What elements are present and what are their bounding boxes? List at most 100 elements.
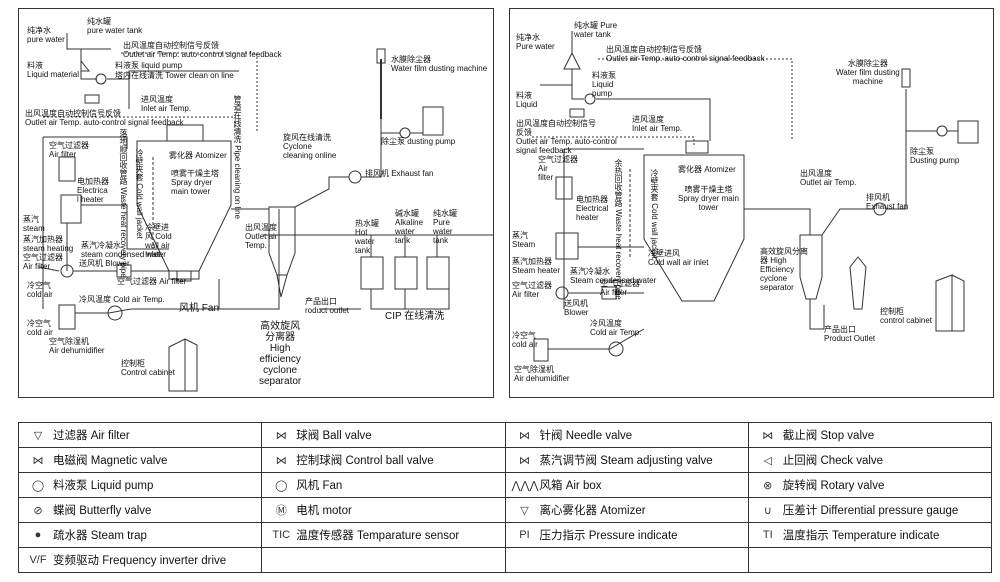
control-ball-valve-icon: ⋈ [275,454,287,467]
vf-drive-r [569,108,585,118]
r-pure-tank-label: 纯水罐 Pure water tank [574,21,618,39]
condensed-water-label: 蒸汽冷凝水 steam condensed water [81,241,166,259]
legend-label: 离心雾化器 Atomizer [539,505,646,517]
legend-label: 旋转阀 Rotary valve [782,480,885,492]
steam-adjusting-valve-icon: ⋈ [519,454,530,467]
legend-cell: ⋈球阀 Ball valve [261,422,506,448]
legend-cell [504,547,749,573]
dusting-pump-r [936,125,948,137]
magnetic-valve-icon: ⋈ [32,454,44,467]
legend-cell [261,547,506,573]
legend-cell: ◯料液泵 Liquid pump [17,472,263,498]
cip-label: CIP 在线清洗 [385,311,445,322]
product-outlet-label: 产品出口 roduct outlet [305,297,350,315]
tower-clean-label: 塔内在线清洗 Tower clean on line [115,71,234,80]
fan-label: 风机 Fan [179,303,220,314]
legend-cell: ⋈ 控制球阀 Control ball valve [261,447,506,473]
liquid-pump-label: 料液泵 liquid pump [115,61,183,70]
r-cold-jacket-label: 冷壁夹套 Cold wall jacket [650,169,659,259]
electric-heater [58,156,76,182]
legend-label: 球阀 Ball valve [296,430,372,442]
legend-label: 过滤器 Air filter [53,430,130,442]
r-liquid-pump-label: 料液泵 Liquid pump [592,71,616,98]
motor-icon: Ⓜ [275,505,287,517]
needle-valve-icon: ⋈ [519,429,530,442]
r-cold-air-temp-label: 冷风温度 Cold air Temp. [590,319,642,337]
atomizer-motor-r [685,140,709,154]
waste-pipe-label: 落地顺回收管路 Waste heat recovery pipe [119,129,128,278]
pure-tank-label: 纯水罐 Pure water tank [433,209,457,245]
r-condensed-label: 蒸汽冷凝水 Steam condensed water [570,267,657,285]
legend-cell: ◯风机 Fan [261,472,506,498]
pure-water-tank [80,49,91,72]
legend-cell: ⋈蒸汽调节阀 Steam adjusting valve [504,447,749,473]
r-cyclone-label: 高效旋风分离 器 High Efficiency cyclone separat… [760,247,808,292]
r-cold-air-label: 冷空气 cold air [512,331,538,349]
r-water-film-label: 水膜除尘器 Water film dusting machine [836,59,900,86]
dust-tank [422,106,444,136]
exhaust-fan [348,170,362,184]
alkaline-tank-label: 碱水罐 Alkaline water tank [395,209,424,245]
control-cabinet-label: 控制柜 Control cabinet [121,359,175,377]
r-steam-heater-label: 蒸汽加热器 Steam heater [512,257,561,275]
legend-cell: TIC 温度传感器 Temparature sensor [261,522,506,548]
r-product-outlet-label: 产品出口 Product Outlet [824,325,876,343]
atomizer-motor [166,124,204,142]
legend-cell [747,547,993,573]
pressure-gauge-icon: ∪ [763,504,772,517]
vf-drive [84,94,100,104]
r-steam-label: 蒸汽 Steam [512,231,536,249]
blower-r [555,286,569,300]
butterfly-valve-icon: ⊘ [33,504,43,517]
cyclone-separator-label: 高效旋风 分离器 High efficiency cyclone separat… [259,321,302,387]
air-dehumidifier-r [533,338,549,362]
legend-label: 变频驱动 Frequency inverter drive [53,555,227,567]
air-filter-3-label: 空气过滤器 Air filter [117,277,187,286]
outlet-temp-label: 出风温度 Outlet air Temp. [245,223,278,250]
legend-label: 料液泵 Liquid pump [53,480,154,492]
pipe-clean-label: 管道在线清洗 Pipe cleaning on line [233,95,242,220]
air-dehumidifier [58,304,76,330]
r-dusting-pump-label: 除尘泵 Dusting pump [910,147,960,165]
cold-air-label: 冷空气 cold air [27,281,53,299]
legend-cell: ⊗ 旋转阀 Rotary valve [747,472,993,498]
legend-cell: ▽离心雾化器 Atomizer [504,497,749,523]
water-film-label: 水膜除尘器 Water film dusting machine [391,55,488,73]
cold-jacket-label: 冷壁夹套 Cold wall jacket [135,149,144,239]
legend-row: ●疏水器 Steam trap TIC 温度传感器 Temparature sens… [17,522,993,548]
inlet-temp-label: 进风温度 Inlet air Temp. [141,95,192,113]
temperature-sensor-icon: TIC [272,529,291,541]
steam-trap-icon: ● [34,529,42,541]
rotary-valve-icon: ⊗ [763,479,773,492]
steam-heater [60,194,82,224]
cyclone-clean-label: 旋风在线清洗 Cyclone cleaning online [283,133,337,160]
r-heater-label: 电加热器 Electrical heater [576,195,609,222]
cold-wall-inlet-label: 冷壁进 风 Cold wall air Inlet [145,223,172,259]
steam-label: 蒸汽 steam [23,215,45,233]
pure-water-label: 纯净水 pure water [27,26,65,44]
pure-water-tank-r [563,31,581,70]
legend-label: 温度传感器 Temparature sensor [296,530,460,542]
legend-label: 截止阀 Stop valve [782,430,875,442]
liquid-pump [95,73,107,85]
left-diagram-lines [38,33,493,392]
stop-valve-icon: ⋈ [762,429,774,442]
legend-label: 控制球阀 Control ball valve [296,455,434,467]
water-film-dusting-machine [376,48,386,64]
legend-cell: Ⓜ 电机 motor [261,497,506,523]
r-waste-pipe-label: 余热回收管路 Waste heat recovery pipe [614,159,623,300]
fan-icon: ◯ [275,479,288,492]
r-cold-wall-inlet-label: 冷壁进风 Cold wall air inlet [648,249,709,267]
legend-label: 电磁阀 Magnetic valve [53,455,168,467]
outlet-feedback-label: 出风温度自动控制信号反馈 Outlet air Temp. auto-contr… [123,41,282,59]
air-filter-2-label: 空气过滤器 Air filter [23,253,63,271]
legend-label: 电机 motor [296,505,352,517]
legend-cell: ●疏水器 Steam trap [17,522,263,548]
r-control-cabinet-label: 控制柜 control cabinet [880,307,933,325]
legend-cell: ⊘蝶阀 Butterfly valve [17,497,263,523]
legend-row: ▽过滤器 Air filter⋈球阀 Ball valve⋈针阀 Needle … [17,422,993,448]
r-outlet-temp-label: 出风温度 Outlet air Temp. [800,169,857,187]
legend-label: 压差计 Differential pressure gauge [782,505,959,517]
